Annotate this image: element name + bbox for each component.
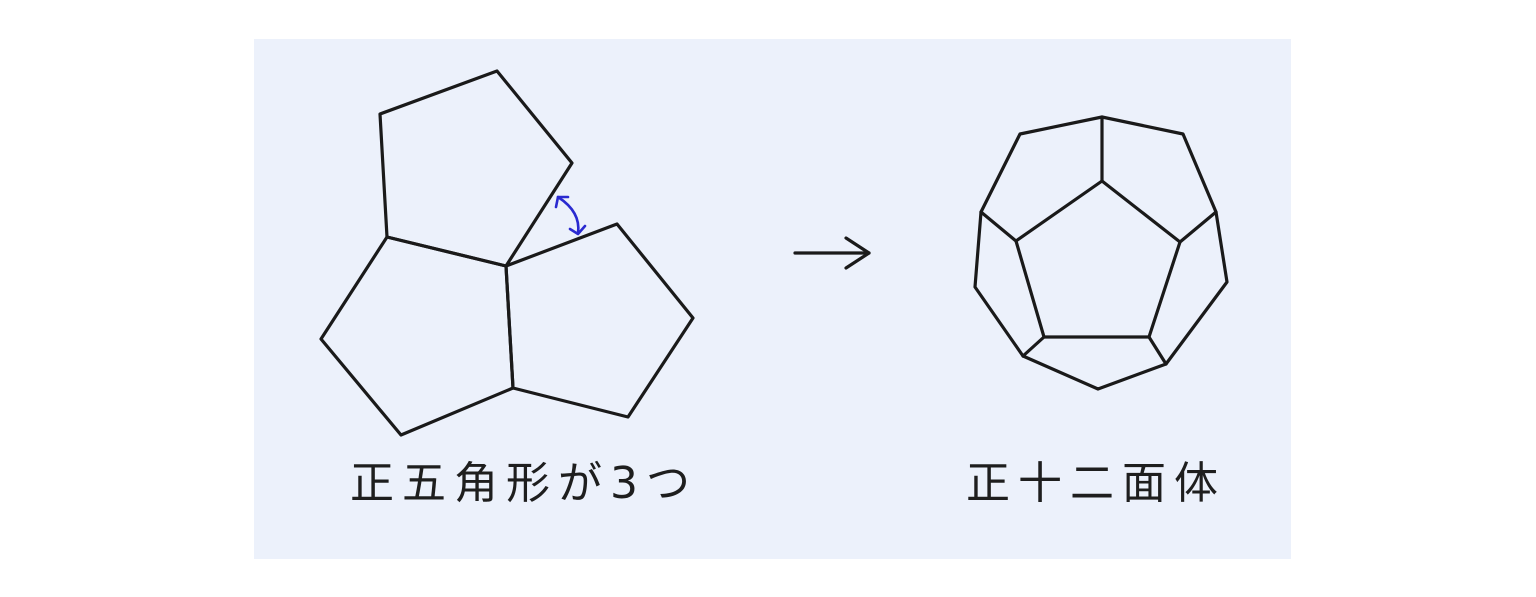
pentagon-left bbox=[319, 235, 515, 437]
dodecahedron bbox=[973, 115, 1229, 391]
dodecahedron-edge bbox=[1178, 210, 1218, 244]
dodecahedron-edge bbox=[1147, 335, 1168, 366]
three-pentagons bbox=[319, 69, 695, 437]
double-headed-curved-arrow-icon bbox=[554, 195, 587, 236]
dodecahedron-center-face bbox=[1014, 179, 1182, 339]
left-caption: 正五角形が3つ bbox=[350, 458, 698, 509]
right-caption: 正十二面体 bbox=[966, 458, 1226, 509]
pentagon-top bbox=[378, 69, 574, 268]
diagram-panel bbox=[254, 39, 1291, 559]
pentagon-right bbox=[504, 222, 695, 419]
dodecahedron-edge bbox=[979, 210, 1018, 243]
right-arrow-icon bbox=[793, 236, 871, 270]
dodecahedron-edge bbox=[1021, 335, 1046, 358]
